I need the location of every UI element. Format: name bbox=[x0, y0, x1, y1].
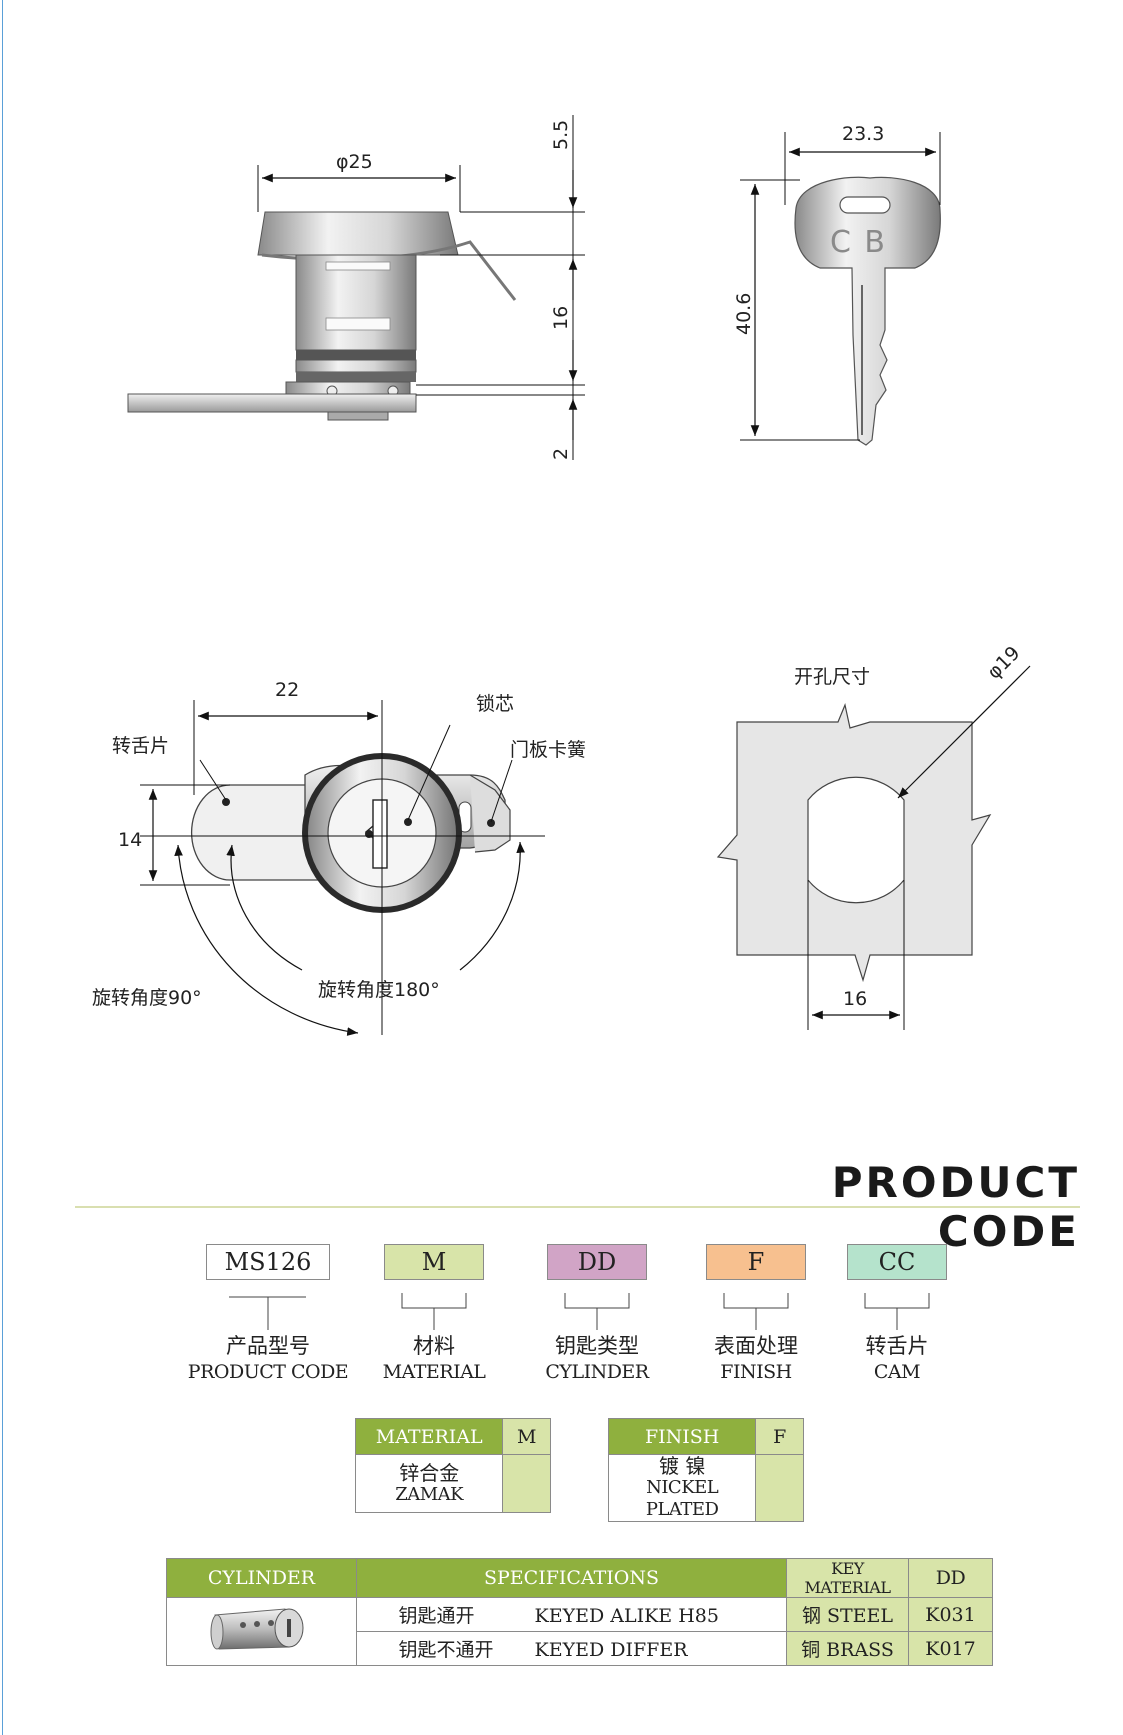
code-box-material: M bbox=[384, 1244, 484, 1280]
material-code-header: M bbox=[502, 1418, 551, 1455]
caption-material: 材料 MATERIAL bbox=[382, 1334, 486, 1383]
label-cylinder: 锁芯 bbox=[476, 693, 514, 715]
dim-14: 14 bbox=[118, 829, 142, 851]
key-material-row-1: 钢 STEEL bbox=[786, 1597, 909, 1632]
cutout-title: 开孔尺寸 bbox=[794, 666, 870, 688]
dim-5-5: 5.5 bbox=[550, 120, 572, 150]
cutout-view: 开孔尺寸 φ19 16 bbox=[716, 642, 1031, 1030]
label-rotation-180: 旋转角度180° bbox=[318, 979, 440, 1001]
side-view: φ25 5.5 16 2 bbox=[127, 115, 585, 460]
caption-cylinder: 钥匙类型 CYLINDER bbox=[545, 1334, 649, 1383]
technical-drawings: φ25 5.5 16 2 C B 23.3 40.6 bbox=[92, 115, 1031, 1036]
key-material-header: KEY MATERIAL bbox=[786, 1558, 909, 1598]
dim-16-cutout: 16 bbox=[843, 988, 867, 1010]
cylinder-icon bbox=[210, 1608, 303, 1650]
key-material-row-2: 铜 BRASS bbox=[786, 1631, 909, 1666]
dim-phi25: φ25 bbox=[336, 151, 373, 173]
material-header: MATERIAL bbox=[354, 1418, 504, 1455]
page-edge-line bbox=[2, 0, 3, 1735]
code-row-1: K031 bbox=[908, 1597, 993, 1632]
dim-40-6: 40.6 bbox=[733, 293, 755, 335]
label-rotation-90: 旋转角度90° bbox=[92, 987, 202, 1009]
code-box-cam: CC bbox=[847, 1244, 947, 1280]
product-code-title: PRODUCT CODE bbox=[831, 1158, 1080, 1256]
code-row-2: K017 bbox=[908, 1631, 993, 1666]
label-cam: 转舌片 bbox=[112, 735, 169, 757]
caption-product-code: 产品型号 PRODUCT CODE bbox=[187, 1334, 349, 1383]
finish-table: FINISH F 镀 镍 NICKEL PLATED bbox=[607, 1418, 804, 1522]
finish-code-cell bbox=[755, 1454, 804, 1522]
caption-cam: 转舌片 CAM bbox=[865, 1334, 929, 1383]
material-table: MATERIAL M 锌合金 ZAMAK bbox=[354, 1418, 551, 1513]
cylinder-image-cell bbox=[166, 1597, 357, 1666]
material-code-cell bbox=[502, 1454, 551, 1513]
specifications-header: SPECIFICATIONS bbox=[356, 1558, 787, 1598]
spec-row-1: 钥匙通开 KEYED ALIKE H85 bbox=[356, 1597, 787, 1632]
finish-header: FINISH bbox=[607, 1418, 757, 1455]
front-view: 22 14 转舌片 锁芯 门板卡簧 旋转角度90° 旋转角度180° bbox=[92, 679, 586, 1036]
cylinder-table: CYLINDER SPECIFICATIONS KEY MATERIAL DD bbox=[166, 1558, 993, 1666]
cylinder-header: CYLINDER bbox=[166, 1558, 357, 1598]
code-box-product: MS126 bbox=[206, 1244, 330, 1280]
label-door-clip: 门板卡簧 bbox=[510, 739, 586, 761]
product-code-divider bbox=[75, 1206, 1080, 1208]
dim-16: 16 bbox=[550, 306, 572, 330]
key-letters: C B bbox=[830, 225, 885, 260]
dim-22: 22 bbox=[275, 679, 299, 701]
key-view: C B 23.3 40.6 bbox=[733, 123, 941, 446]
dim-23-3: 23.3 bbox=[842, 123, 884, 145]
finish-value: 镀 镍 NICKEL PLATED bbox=[607, 1454, 757, 1522]
material-value: 锌合金 ZAMAK bbox=[354, 1454, 504, 1513]
code-box-finish: F bbox=[706, 1244, 806, 1280]
dim-2: 2 bbox=[550, 448, 572, 460]
code-box-cylinder: DD bbox=[547, 1244, 647, 1280]
dd-header: DD bbox=[908, 1558, 993, 1598]
caption-finish: 表面处理 FINISH bbox=[714, 1334, 798, 1383]
finish-code-header: F bbox=[755, 1418, 804, 1455]
spec-row-2: 钥匙不通开 KEYED DIFFER bbox=[356, 1631, 787, 1666]
